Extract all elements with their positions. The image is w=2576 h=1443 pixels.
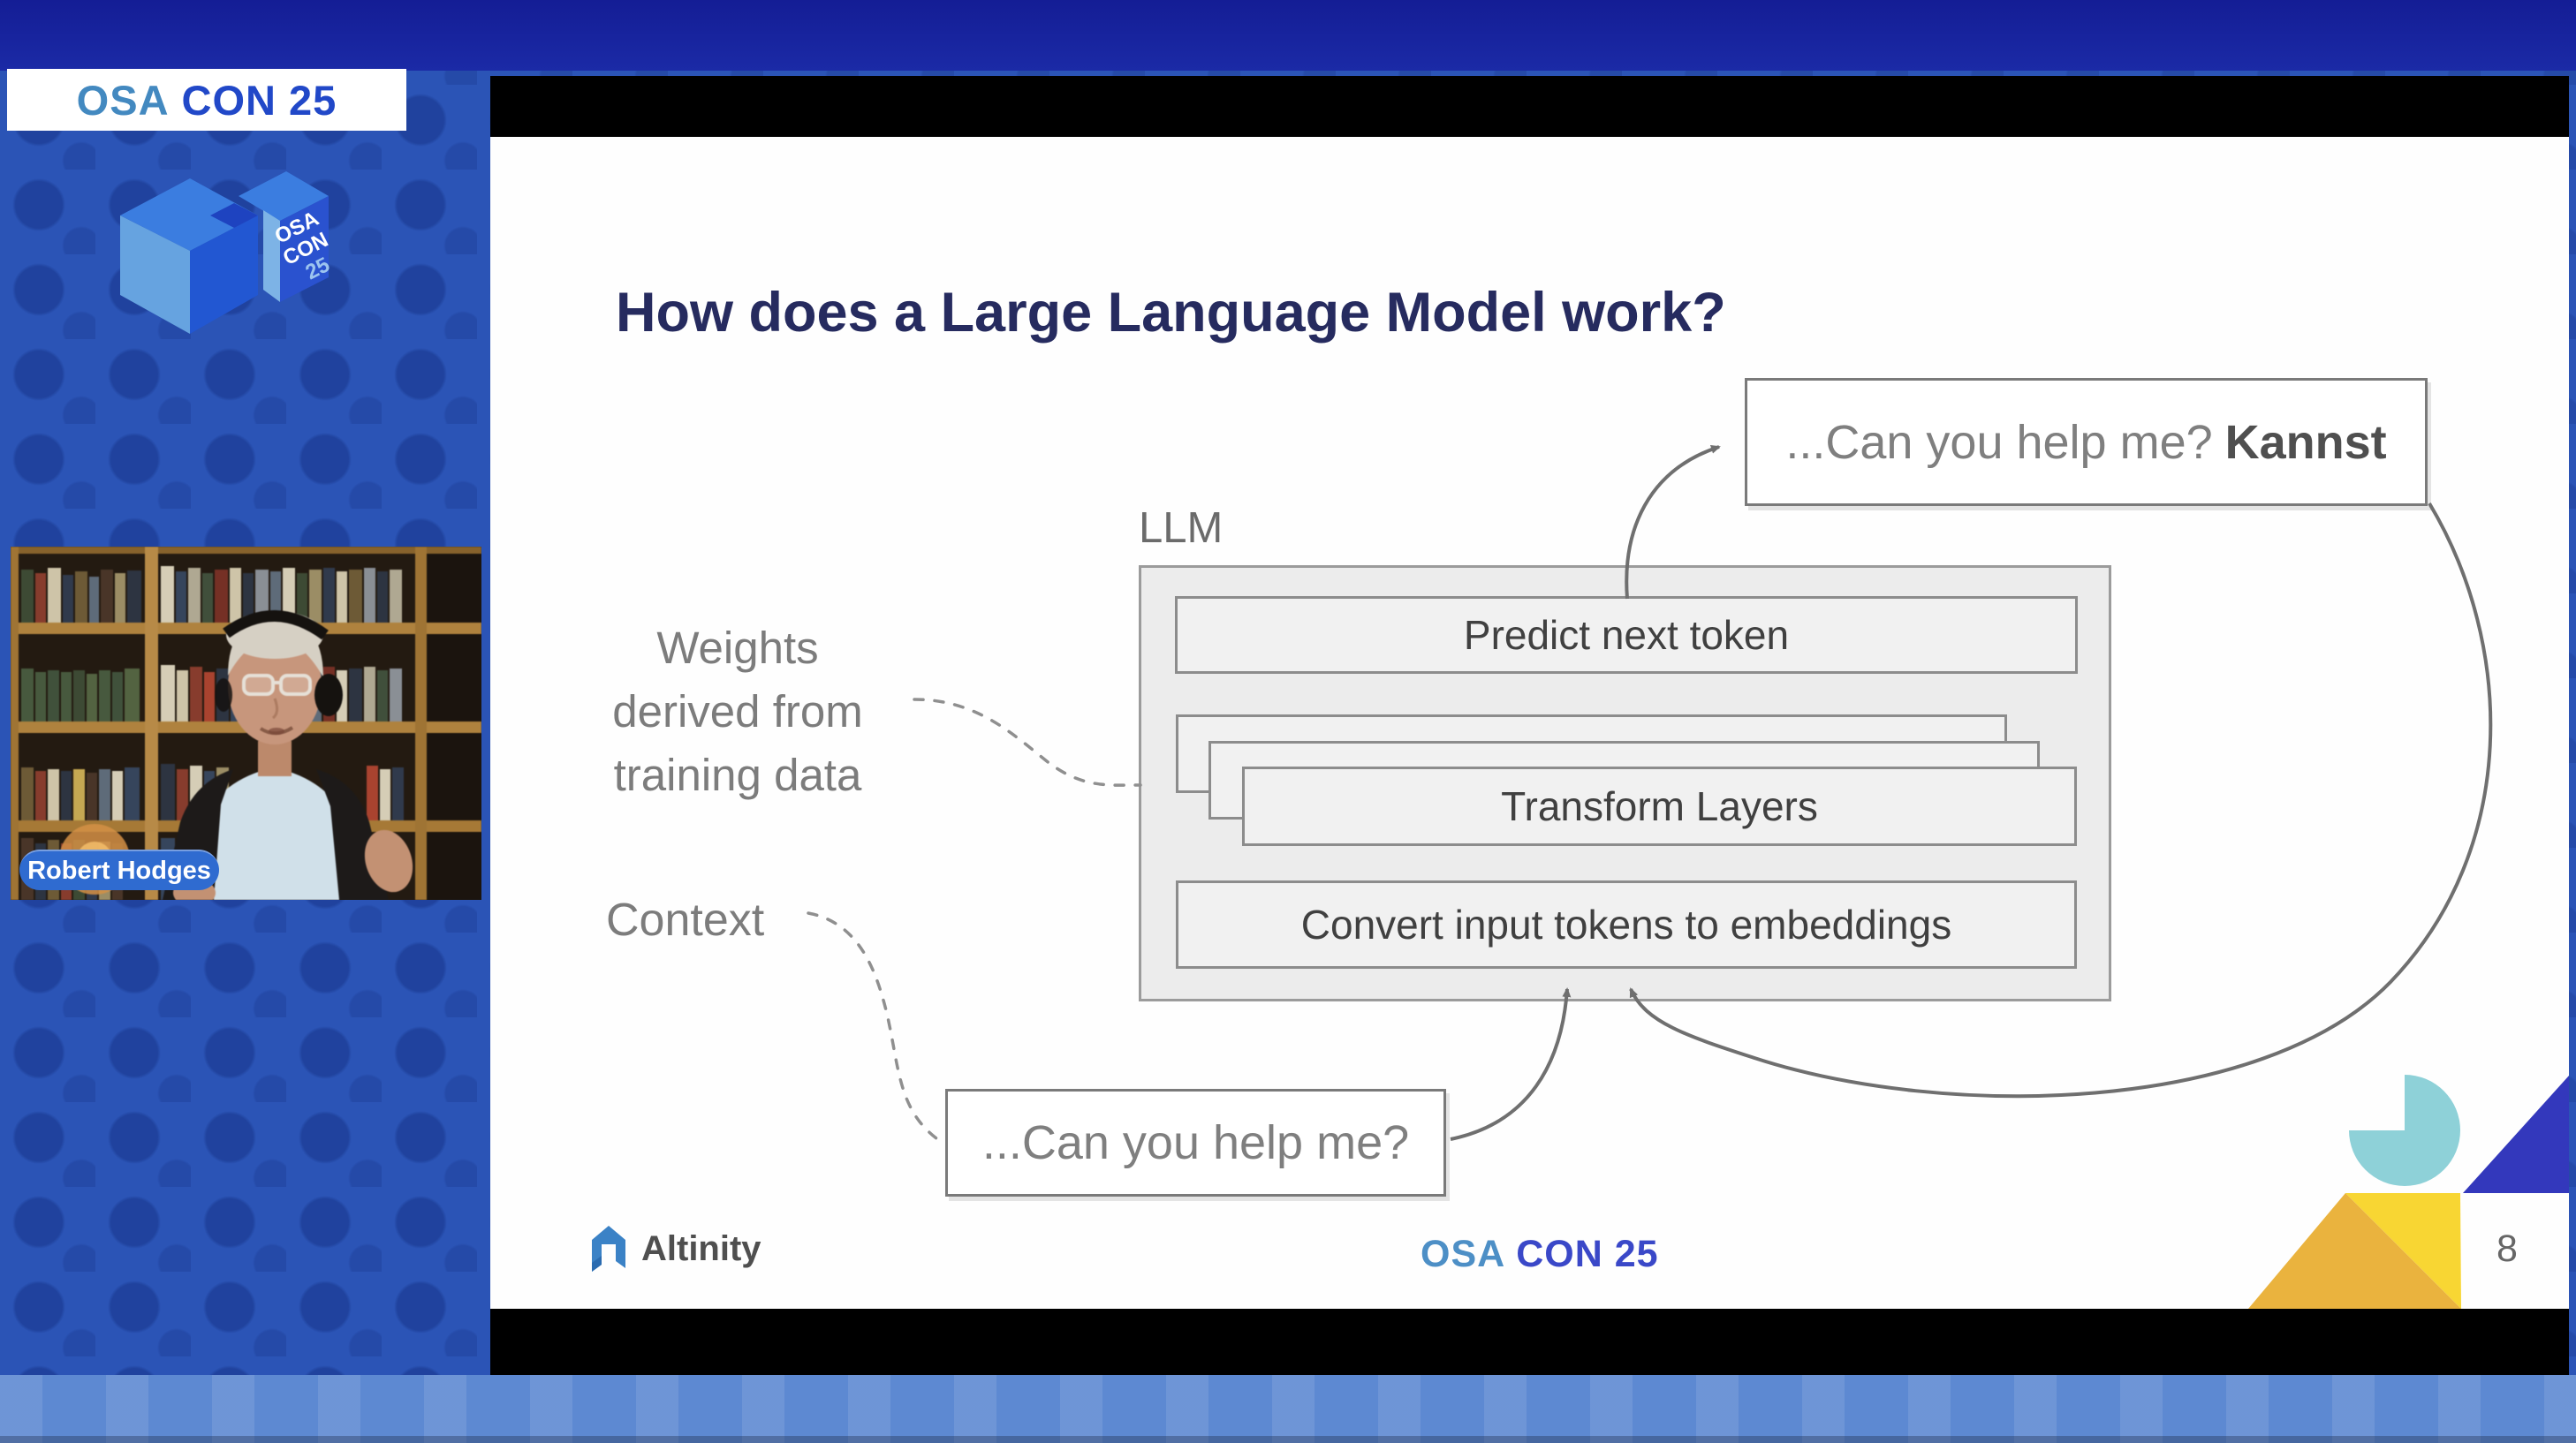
raised-hand xyxy=(364,829,413,893)
weights-line-2: derived from xyxy=(612,686,863,737)
context-annotation: Context xyxy=(606,895,765,946)
books-row-2 xyxy=(21,665,402,722)
footer-event-logo: OSA CON 25 xyxy=(1421,1233,1659,1276)
stage-top-band xyxy=(0,0,2576,71)
webcam-scene xyxy=(11,547,481,900)
llm-label: LLM xyxy=(1139,504,1224,552)
weights-line-3: training data xyxy=(613,750,862,800)
slide-letterbox-top xyxy=(490,76,2569,137)
speaker-name-badge: Robert Hodges xyxy=(19,850,219,890)
convert-embeddings-box: Convert input tokens to embeddings xyxy=(1176,880,2077,969)
headphones-band xyxy=(223,610,329,640)
cube-logo-graphic: OSA CON 25 xyxy=(120,171,330,334)
event-banner-osa: OSA xyxy=(76,76,170,124)
slide-letterbox-bottom xyxy=(490,1309,2569,1375)
output-text: ...Can you help me? xyxy=(1785,415,2213,469)
headphone-cup xyxy=(314,674,343,716)
footer-con: CON 25 xyxy=(1516,1233,1659,1275)
slide-title: How does a Large Language Model work? xyxy=(616,282,1726,344)
glasses xyxy=(242,674,312,696)
input-text-box: ...Can you help me? xyxy=(945,1089,1446,1197)
footer-osa: OSA xyxy=(1421,1233,1506,1275)
stage-bottom-band xyxy=(0,1375,2576,1443)
speaker-name: Robert Hodges xyxy=(27,856,211,885)
input-text: ...Can you help me? xyxy=(981,1116,1410,1169)
event-banner: OSA CON 25 xyxy=(7,69,406,131)
weights-annotation: Weights derived from training data xyxy=(583,616,892,807)
speaker-figure xyxy=(163,610,413,900)
altinity-wordmark: Altinity xyxy=(641,1228,761,1268)
convert-embeddings-label: Convert input tokens to embeddings xyxy=(1300,902,1952,948)
predict-next-token-label: Predict next token xyxy=(1463,612,1790,658)
slide-page-number: 8 xyxy=(2496,1228,2518,1270)
predict-next-token-box: Predict next token xyxy=(1175,596,2078,674)
transform-layers-box: Transform Layers xyxy=(1242,767,2077,846)
altinity-icon xyxy=(592,1226,625,1272)
stage-bottom-edge xyxy=(0,1436,2576,1443)
speaker-webcam-video[interactable] xyxy=(11,547,481,900)
event-cube-logo: OSA CON 25 xyxy=(104,159,330,340)
output-text-box: ...Can you help me? Kannst xyxy=(1745,378,2428,506)
transform-layers-label: Transform Layers xyxy=(1501,783,1818,829)
event-banner-con: CON 25 xyxy=(181,76,337,124)
altinity-logo: Altinity xyxy=(588,1226,761,1272)
books-row-1 xyxy=(21,566,402,623)
output-predicted-token: Kannst xyxy=(2224,415,2387,469)
weights-line-1: Weights xyxy=(656,623,819,673)
